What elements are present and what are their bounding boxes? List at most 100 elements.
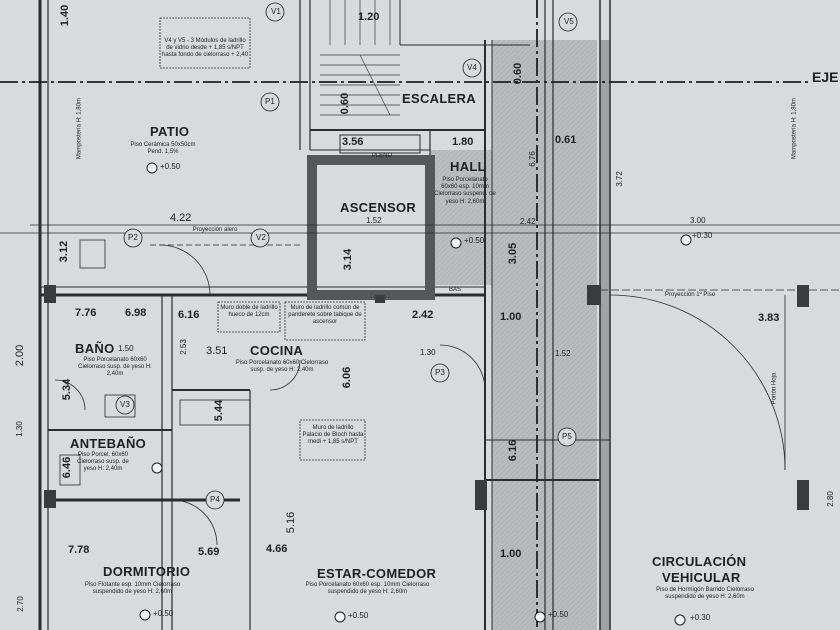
- hall-strip: [430, 150, 492, 285]
- window-tag-circles: [115, 2, 578, 510]
- dim-3-56: 3.56: [342, 136, 364, 148]
- dim-6-76: 6.76: [527, 151, 537, 167]
- dim-3-72: 3.72: [614, 171, 624, 187]
- dim-3-83: 3.83: [758, 312, 780, 324]
- dim-3-05: 3.05: [507, 242, 520, 265]
- door-swings: [54, 244, 786, 546]
- fixtures: [59, 17, 366, 486]
- tag-v4: V4: [467, 63, 477, 72]
- dim-0-60b: 0.60: [339, 92, 352, 115]
- dim-2-53: 2.53: [178, 339, 188, 355]
- dim-1-30: 1.30: [420, 348, 436, 357]
- note-muro-bloch: Muro de ladrillo Palacio de Bloch hasta …: [302, 425, 364, 446]
- tag-v3: V3: [120, 400, 130, 409]
- dim-0-60a: 0.60: [512, 62, 525, 85]
- room-patio: PATIO: [150, 124, 190, 139]
- elevator-shaft: [307, 155, 435, 300]
- dim-7-78: 7.78: [68, 544, 90, 556]
- patio-note: Piso Cerámica 50x50cm Pend. 1,5%: [130, 142, 196, 156]
- dim-1-00a: 1.00: [500, 311, 522, 323]
- patio-level: +0.50: [160, 162, 181, 171]
- hall-note: Piso Porcelanato 60x60 esp. 10mm Cielorr…: [434, 177, 496, 205]
- dim-1-20: 1.20: [358, 11, 380, 23]
- dim-5-34: 5.34: [61, 378, 74, 401]
- dim-4-22: 4.22: [170, 212, 192, 224]
- hall-level: +0.50: [464, 236, 485, 245]
- dim-6-06: 6.06: [341, 366, 354, 389]
- dim-2-00: 2.00: [14, 344, 27, 367]
- tag-p4: P4: [210, 495, 220, 504]
- room-circulacion-2: VEHICULAR: [662, 570, 741, 585]
- note-proyeccion-alero: Proyección alero: [192, 227, 238, 233]
- tag-p3: P3: [435, 368, 445, 377]
- estar-level: +0.50: [348, 611, 369, 620]
- dim-2-70: 2.70: [15, 596, 25, 612]
- note-bas: BAS: [448, 287, 461, 293]
- dim-4-66: 4.66: [266, 543, 288, 555]
- room-antebano: ANTEBAÑO: [70, 436, 147, 451]
- dim-6-98: 6.98: [125, 307, 147, 319]
- dim-1-30b: 1.30: [14, 421, 24, 437]
- dim-1-00b: 1.00: [500, 548, 522, 560]
- dormitorio-note: Piso Flotante esp. 10mm Cielorraso suspe…: [84, 582, 181, 596]
- tag-p2: P2: [128, 233, 138, 242]
- dim-3-12: 3.12: [58, 240, 71, 263]
- dim-3-51: 3.51: [206, 345, 228, 357]
- room-bano: BAÑO: [75, 341, 115, 356]
- axis-lines: [0, 0, 812, 630]
- estar-note: Piso Porcelanato 60x60 esp. 10mm Cielorr…: [305, 582, 430, 596]
- note-muro-doble: Muro doble de ladrillo hueco de 12cm: [220, 305, 278, 319]
- tag-v2: V2: [256, 233, 266, 242]
- bano-dim: 1.50: [118, 344, 134, 353]
- antebano-note: Piso Porcel. 60x60 Cielorraso susp. de y…: [77, 452, 129, 473]
- dim-5-16: 5.16: [285, 511, 298, 534]
- dim-1-40: 1.40: [59, 4, 72, 27]
- tag-v1: V1: [271, 7, 281, 16]
- note-vidrio: V4 y V5 - 3 Módulos de ladrillo de vidri…: [162, 38, 248, 59]
- lv-030: +0.30: [692, 231, 713, 240]
- circulacion-level: +0.30: [690, 613, 711, 622]
- circulacion-note: Piso de Hormigón Barrido Cielorraso susp…: [656, 587, 754, 601]
- dim-5-69: 5.69: [198, 546, 220, 558]
- columns: [44, 285, 809, 510]
- bano-note: Piso Porcelanato 60x60 Cielorraso susp. …: [78, 357, 152, 378]
- dim-2-80: 2.80: [825, 491, 835, 507]
- dim-5-44: 5.44: [213, 399, 226, 422]
- note-porton: Portón Hoja: [771, 372, 778, 405]
- tag-v5: V5: [564, 17, 574, 26]
- dim-0-61: 0.61: [555, 134, 577, 146]
- room-ascensor: ASCENSOR: [340, 200, 417, 215]
- room-estar-comedor: ESTAR-COMEDOR: [317, 566, 437, 581]
- pleno-box: [339, 134, 421, 154]
- lv-050-axis: +0.50: [548, 610, 569, 619]
- dim-1-80: 1.80: [452, 136, 474, 148]
- dim-6-16a: 6.16: [178, 309, 200, 321]
- walls: [38, 0, 611, 630]
- dim-6-16b: 6.16: [507, 439, 520, 462]
- note-muro-camara: Muro de ladrillo común de panderete sobr…: [288, 305, 362, 326]
- right-pillar-strip: [600, 40, 610, 630]
- ascensor-dim: 1.52: [366, 216, 382, 225]
- room-dormitorio: DORMITORIO: [103, 564, 191, 579]
- dim-2-42: 2.42: [412, 309, 434, 321]
- dim-6-46: 6.46: [61, 456, 74, 479]
- room-cocina: COCINA: [250, 343, 304, 358]
- note-mamposteria-right: Mampostería H: 1,80m: [791, 98, 798, 160]
- dim-2-42b: 2.42: [520, 217, 536, 226]
- tag-p1: P1: [265, 97, 275, 106]
- dim-7-76: 7.76: [75, 307, 97, 319]
- tag-p5: P5: [562, 432, 572, 441]
- level-markers: [139, 162, 692, 626]
- room-circulacion-1: CIRCULACIÓN: [652, 554, 747, 569]
- dim-1-52: 1.52: [555, 349, 571, 358]
- note-pleno: PLENO: [371, 153, 393, 159]
- room-escalera: ESCALERA: [402, 91, 476, 106]
- note-proyeccion-piso: Proyección 1º Piso: [664, 292, 716, 298]
- dormitorio-level: +0.50: [153, 609, 174, 618]
- cocina-note: Piso Porcelanato 60x60 Cielorraso susp. …: [235, 360, 329, 374]
- room-hall: HALL: [450, 159, 486, 174]
- axis-label: EJE: [812, 69, 839, 85]
- dim-3-14: 3.14: [342, 248, 355, 271]
